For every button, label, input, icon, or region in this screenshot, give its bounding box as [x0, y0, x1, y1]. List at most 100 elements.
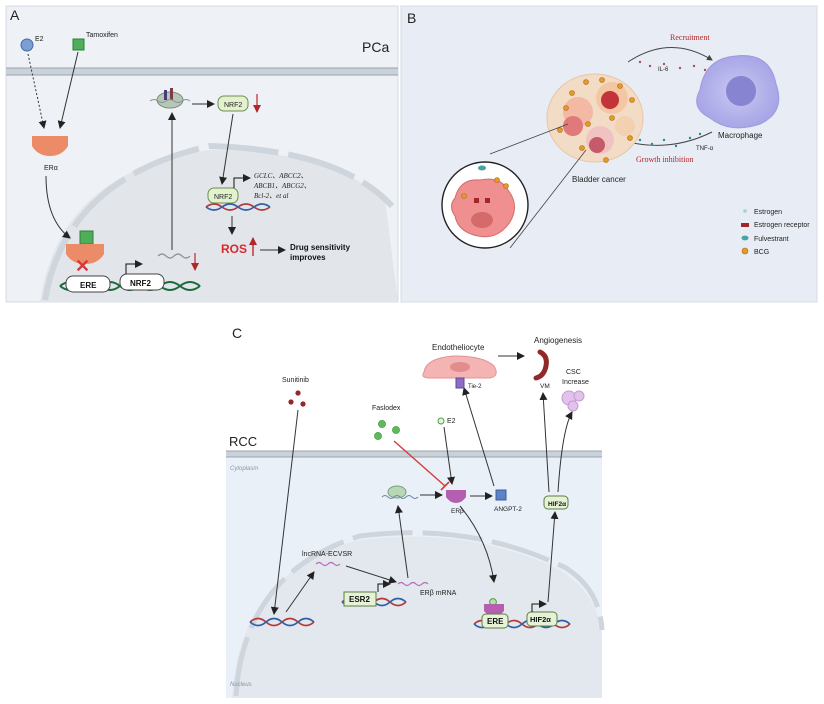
sunitinib-molecules: [288, 390, 306, 407]
receptor-translocation-arrow: [45, 175, 71, 239]
il6-dots: [638, 60, 707, 72]
cytoplasm-label: Cytoplasm: [230, 466, 258, 472]
recruitment-label: Recruitment: [670, 33, 710, 42]
faslodex-molecules: [374, 420, 400, 440]
hif2a-protein-label: HIF2α: [548, 501, 566, 508]
legend-estrogen-label: Estrogen: [754, 209, 782, 216]
mrna-export-arrow-c: [395, 505, 409, 579]
target-genes-line-2: ABCB1、ABCG2、: [253, 182, 311, 190]
hif2a-export-arrow: [547, 511, 559, 603]
faslodex-inhibition-line: [393, 440, 446, 487]
zoom-bcg-1: [494, 177, 500, 183]
vm-label: VM: [540, 383, 550, 390]
e2-binding-arrow-c: [443, 426, 455, 485]
bound-er-alpha: [66, 244, 104, 264]
tamoxifen-binding-arrow: [57, 51, 79, 129]
dna-left-b: [249, 617, 315, 627]
hif2a-protein: [543, 495, 569, 510]
hif2a-gene-box: [526, 611, 558, 627]
hif2a-gene-label: HIF2α: [530, 615, 551, 624]
angiogenesis-label: Angiogenesis: [534, 336, 582, 345]
zoom-tumor-cell: [451, 178, 515, 238]
er-beta-mrna-label: ERβ mRNA: [420, 590, 457, 597]
bound-er-beta: [484, 604, 504, 616]
macrophage-nucleus: [726, 76, 756, 106]
tamoxifen-label: Tamoxifen: [86, 32, 118, 39]
er-beta-receptor: [446, 490, 466, 503]
ribosome-c-icon: [387, 485, 407, 499]
legend-fulvestrant-label: Fulvestrant: [754, 236, 789, 243]
er-beta-label: ERβ: [451, 508, 464, 515]
bladder-tumor: [546, 73, 644, 163]
transcription-start-arrow: [125, 260, 143, 274]
ere-c-box: [481, 613, 509, 629]
rcc-nucleus: [232, 536, 602, 698]
er-beta-mrna-strand: [397, 581, 429, 587]
target-genes-line-3: Bcl-2、et al: [254, 192, 288, 200]
outcome-line-1: Drug sensitivity: [290, 243, 351, 252]
nrf2-import-arrow: [219, 113, 234, 185]
endotheliocyte-nucleus: [450, 362, 470, 372]
csc-line-1: CSC: [566, 369, 581, 376]
rcc-membrane: [226, 451, 602, 457]
zoom-receptor-2: [485, 198, 490, 203]
zoom-fulvestrant: [478, 165, 486, 171]
angpt2-icon: [495, 489, 507, 501]
e2-binding-arrow: [27, 53, 47, 129]
panel-a: A PCa E2 Tamoxifen ERα ✕ ERE NRF2: [5, 5, 399, 303]
legend-bcg-label: BCG: [754, 249, 769, 256]
ere-label-a: ERE: [80, 281, 97, 290]
rcc-nuclear-envelope: [233, 530, 605, 697]
macrophage-label: Macrophage: [718, 131, 763, 140]
e2-c-label: E2: [447, 418, 456, 425]
growth-inhibition-label: Growth inhibition: [636, 155, 694, 164]
er-alpha-label: ERα: [44, 165, 58, 172]
nrf2-gene-label: NRF2: [130, 279, 151, 288]
ere-c-label: ERE: [487, 617, 504, 626]
hif2a-to-csc-arrow: [557, 411, 573, 493]
hif2a-to-vm-arrow: [539, 392, 550, 493]
rcc-label: RCC: [229, 434, 257, 449]
esr2-transcription-arrow: [377, 580, 391, 592]
legend-receptor-label: Estrogen receptor: [754, 222, 810, 229]
er-alpha-receptor: [32, 136, 68, 156]
zoom-receptor-1: [474, 198, 479, 203]
target-transcription-arrow: [233, 174, 251, 188]
lncrna-transcription-arrow: [285, 571, 315, 613]
panel-b: B Recruitment IL-6 Macrophage TNF-α Grow…: [400, 5, 818, 303]
lncrna-to-mrna-arrow: [345, 565, 397, 584]
panel-b-legend: Estrogen Estrogen receptor Fulvestrant B…: [741, 209, 810, 256]
zoom-line-bottom: [509, 149, 587, 249]
panel-a-letter: A: [10, 7, 20, 23]
hif2a-transcription-arrow: [531, 600, 547, 612]
zoom-line-top: [489, 123, 569, 155]
endotheliocyte-label: Endotheliocyte: [432, 343, 485, 352]
tie2-receptor-icon: [455, 377, 465, 389]
lncrna-label: lncRNA-ECVSR: [302, 551, 352, 558]
zoom-bcg-3: [461, 193, 467, 199]
legend-fulvestrant-icon: [741, 235, 749, 241]
nrf2-protein-label: NRF2: [224, 102, 242, 109]
legend-bcg-icon: [741, 247, 749, 255]
lncrna-strand: [315, 561, 341, 567]
sunitinib-arrow: [270, 409, 299, 615]
inhibition-cross-icon: ✕: [75, 256, 90, 276]
nucleus-label: Nucleus: [230, 682, 252, 688]
nrf2-nuclear: [207, 187, 239, 204]
bcg-particles: [557, 77, 635, 163]
ros-label: ROS: [221, 242, 247, 256]
angpt2-label: ANGPT-2: [494, 506, 522, 513]
zoom-bcg-2: [503, 183, 509, 189]
dna-target-b: [205, 203, 271, 211]
panel-c: C RCC Cytoplasm Nucleus Sunitinib lncRNA…: [226, 325, 605, 698]
csc-line-2: Increase: [562, 379, 589, 386]
faslodex-label: Faslodex: [372, 405, 401, 412]
tnf-arrow: [627, 131, 713, 147]
esr2-gene-box: [343, 591, 377, 607]
nrf2-mrna: [157, 253, 191, 259]
csc-cluster-icon: [561, 390, 585, 412]
panel-c-letter: C: [232, 325, 242, 341]
zoom-cell-nucleus: [471, 212, 493, 228]
er-beta-nuclear-arrow: [459, 505, 497, 583]
